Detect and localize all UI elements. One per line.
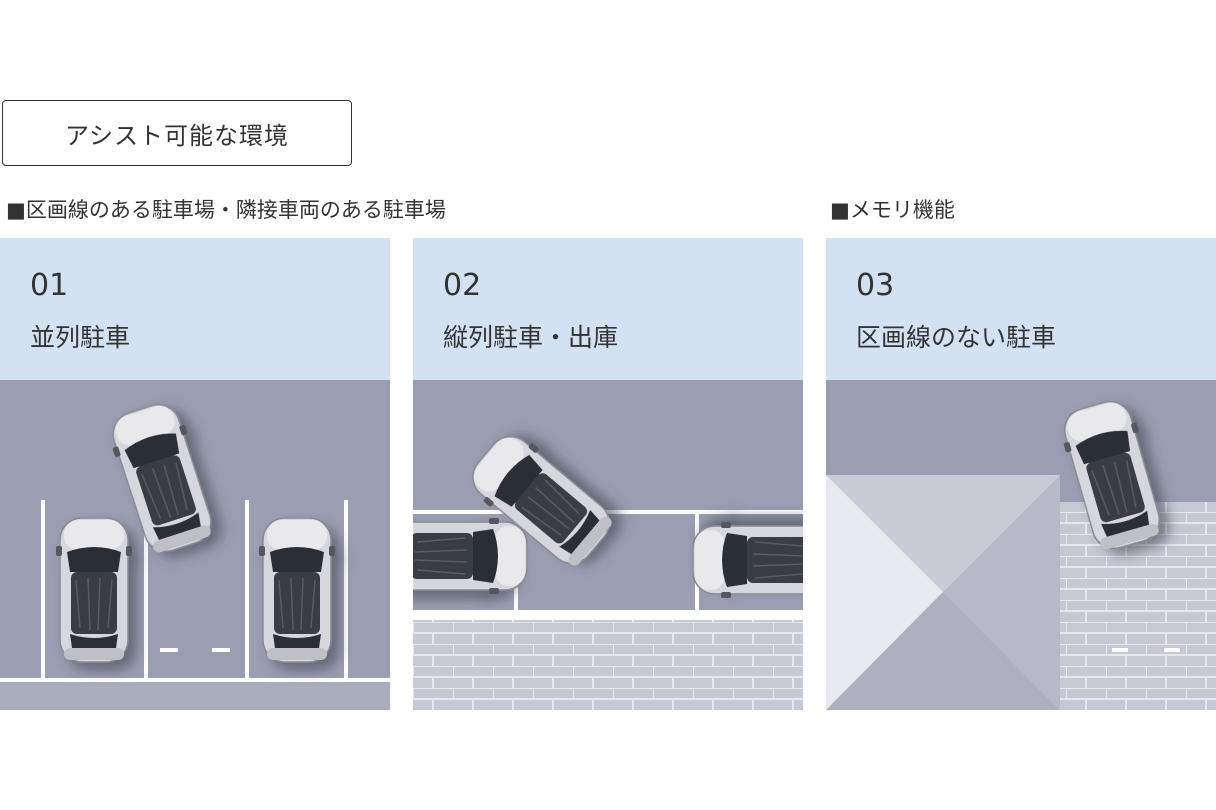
panel-title: 区画線のない駐車: [856, 323, 1057, 352]
panel-perpendicular-parking: 01 並列駐車: [0, 238, 390, 710]
unmarked-parking-illustration: [826, 380, 1216, 710]
panel-title: 並列駐車: [30, 323, 131, 352]
parked-car-left: [55, 517, 133, 663]
panel-number: 03: [856, 268, 895, 303]
perpendicular-parking-illustration: [0, 380, 390, 710]
panel-header: 03 区画線のない駐車: [826, 238, 1216, 380]
panel-number: 02: [443, 268, 482, 303]
panel-title: 縦列駐車・出庫: [443, 323, 619, 352]
parked-car-rear: [692, 521, 803, 599]
panel-unmarked-parking: 03 区画線のない駐車: [826, 238, 1216, 710]
panel-header: 02 縦列駐車・出庫: [413, 238, 803, 380]
parked-car-front: [413, 517, 528, 595]
panel-header: 01 並列駐車: [0, 238, 390, 380]
assist-environment-title: アシスト可能な環境: [2, 100, 352, 166]
section-label-marked-parking: ■区画線のある駐車場・隣接車両のある駐車場: [6, 198, 446, 222]
panel-number: 01: [30, 268, 69, 303]
parallel-parking-illustration: [413, 380, 803, 710]
parked-car-right: [258, 517, 336, 663]
section-label-memory-function: ■メモリ機能: [830, 198, 955, 222]
panel-parallel-parking: 02 縦列駐車・出庫: [413, 238, 803, 710]
